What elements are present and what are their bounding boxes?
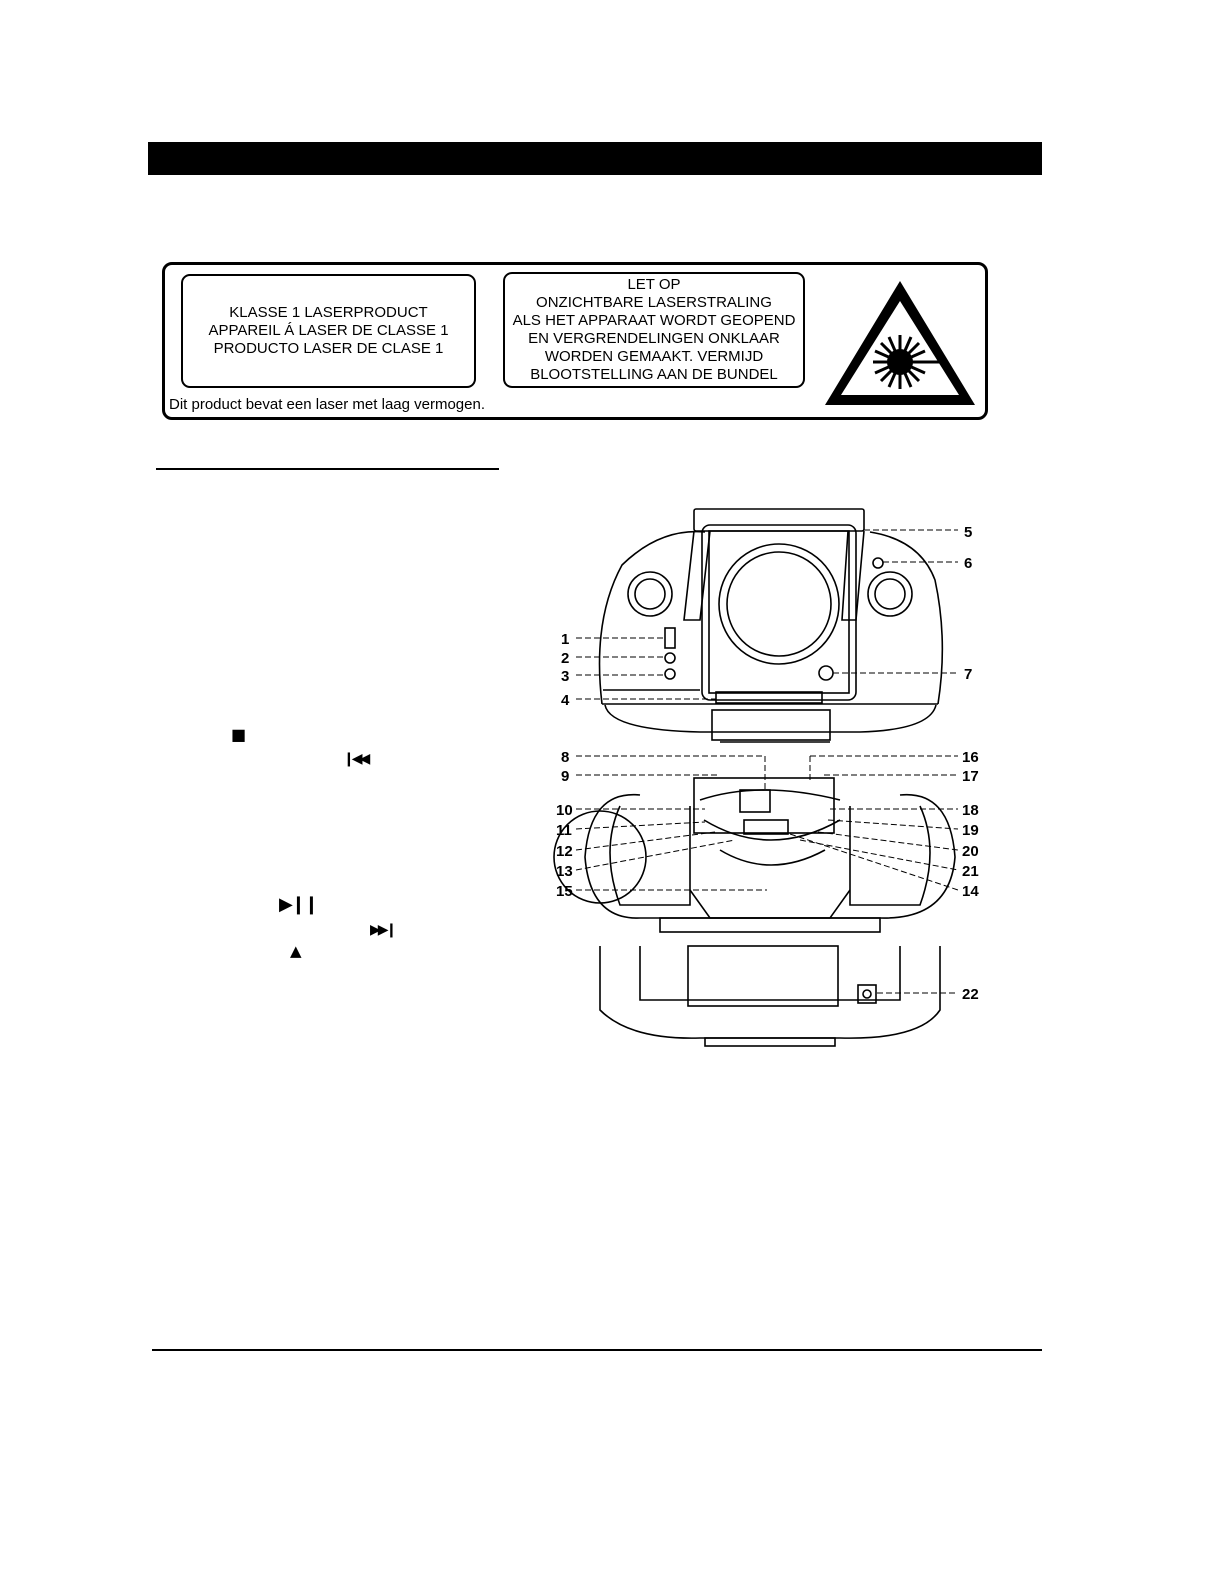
skip-next-icon: ▶▶❙ — [370, 922, 397, 938]
callout-16: 16 — [962, 749, 979, 766]
callout-2: 2 — [561, 650, 569, 667]
callout-7: 7 — [964, 666, 972, 683]
callout-3: 3 — [561, 668, 569, 685]
callout-9: 9 — [561, 768, 569, 785]
caution-line: ALS HET APPARAAT WORDT GEOPEND — [512, 312, 796, 329]
caution-line: LET OP — [627, 276, 681, 293]
callout-20: 20 — [962, 843, 979, 860]
callout-14: 14 — [962, 883, 979, 900]
eject-icon: ▲ — [290, 942, 302, 960]
callout-11: 11 — [556, 822, 572, 839]
caution-line: ONZICHTBARE LASERSTRALING — [536, 294, 772, 311]
page-footer-rule — [152, 1349, 1042, 1351]
caution-box: LET OP ONZICHTBARE LASERSTRALING ALS HET… — [503, 272, 805, 388]
section-header-bar — [148, 142, 1042, 175]
caution-line: EN VERGRENDELINGEN ONKLAAR — [528, 330, 780, 347]
stop-icon: ■ — [231, 725, 247, 744]
callout-6: 6 — [964, 555, 972, 572]
callout-21: 21 — [962, 863, 979, 880]
section-title-rule — [156, 468, 499, 470]
laser-class-line: KLASSE 1 LASERPRODUCT — [229, 304, 428, 321]
play-pause-icon: ▶❙❙ — [279, 894, 319, 915]
laser-warning-label: KLASSE 1 LASERPRODUCT APPAREIL Á LASER D… — [162, 262, 988, 420]
callout-19: 19 — [962, 822, 979, 839]
callout-13: 13 — [556, 863, 573, 880]
laser-class-line: PRODUCTO LASER DE CLASE 1 — [213, 340, 444, 357]
laser-class-line: APPAREIL Á LASER DE CLASSE 1 — [208, 322, 449, 339]
callout-17: 17 — [962, 768, 979, 785]
caution-line: BLOOTSTELLING AAN DE BUNDEL — [530, 366, 778, 383]
callout-4: 4 — [561, 692, 570, 709]
callout-5: 5 — [964, 524, 972, 541]
callout-1: 1 — [561, 631, 569, 648]
callout-10: 10 — [556, 802, 573, 819]
callout-8: 8 — [561, 749, 569, 766]
callout-15: 15 — [556, 883, 573, 900]
skip-previous-icon: ❙◀◀ — [343, 751, 370, 767]
callout-22: 22 — [962, 986, 979, 1003]
callout-18: 18 — [962, 802, 979, 819]
laser-class-box: KLASSE 1 LASERPRODUCT APPAREIL Á LASER D… — [181, 274, 476, 388]
product-diagram: 1 2 3 4 5 6 7 8 9 10 11 12 13 14 15 16 1… — [553, 508, 979, 1047]
callout-12: 12 — [556, 843, 573, 860]
caution-line: WORDEN GEMAAKT. VERMIJD — [544, 348, 764, 365]
laser-label-footer: Dit product bevat een laser met laag ver… — [169, 396, 486, 413]
laser-warning-icon — [825, 281, 975, 405]
